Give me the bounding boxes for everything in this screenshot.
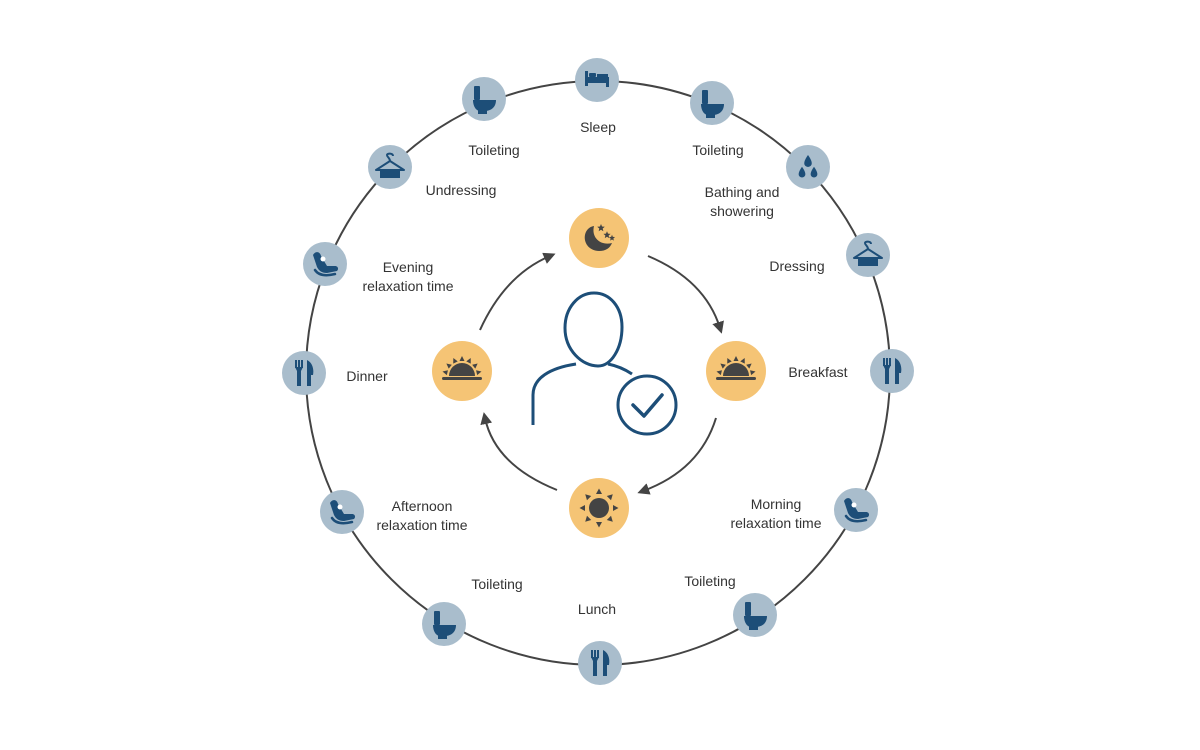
activity-label-toileting-4: Toileting [468, 142, 519, 158]
activity-circle [733, 593, 777, 637]
activity-node-evening-relaxation [303, 242, 347, 286]
cycle-arrow [479, 252, 556, 331]
recliner-icon [313, 252, 339, 277]
cycle-arrows [479, 252, 724, 495]
fork-knife-icon [883, 358, 902, 384]
activity-label-breakfast: Breakfast [788, 364, 847, 380]
activity-label-line: Afternoon [392, 498, 453, 514]
activity-node-dressing [846, 233, 890, 277]
activity-label-line: Bathing and [705, 184, 780, 200]
activity-node-toileting-3 [422, 602, 466, 646]
activity-label-lunch: Lunch [578, 601, 616, 617]
activity-label-bathing: Bathing and showering [705, 184, 780, 219]
phase-circle [569, 208, 629, 268]
activity-label-line: Toileting [471, 576, 522, 592]
activity-label-dinner: Dinner [346, 368, 388, 384]
activity-label-line: Toileting [692, 142, 743, 158]
activity-label-line: Toileting [468, 142, 519, 158]
person-shoulders [531, 362, 577, 425]
activity-node-morning-relaxation [834, 488, 878, 532]
activity-node-dinner [282, 351, 326, 395]
activity-circle [578, 641, 622, 685]
activity-node-afternoon-relaxation [320, 490, 364, 534]
activity-circle [846, 233, 890, 277]
sun-icon [579, 488, 619, 528]
cycle-arrow [647, 255, 724, 334]
phase-node-sunset [432, 341, 492, 401]
activity-label-toileting-1: Toileting [692, 142, 743, 158]
activity-label-afternoon-relaxation: Afternoon relaxation time [376, 498, 467, 533]
activity-label-toileting-3: Toileting [471, 576, 522, 592]
activity-circle [462, 77, 506, 121]
activity-label-line: Breakfast [788, 364, 847, 380]
activity-node-bathing [786, 145, 830, 189]
activity-circle [422, 602, 466, 646]
phase-node-night [569, 208, 629, 268]
activity-label-line: relaxation time [730, 515, 821, 531]
bed-icon [585, 71, 609, 87]
phase-node-midday [569, 478, 629, 538]
activity-label-morning-relaxation: Morning relaxation time [730, 496, 821, 531]
activity-node-breakfast [870, 349, 914, 393]
toilet-icon [433, 611, 456, 639]
activity-label-line: Lunch [578, 601, 616, 617]
fork-knife-icon [591, 650, 610, 676]
activity-node-sleep [575, 58, 619, 102]
activity-circle [368, 145, 412, 189]
fork-knife-icon [295, 360, 314, 386]
person-head [563, 291, 624, 368]
activity-node-undressing [368, 145, 412, 189]
toilet-icon [473, 86, 496, 114]
toilet-icon [701, 90, 724, 118]
activity-label-line: relaxation time [376, 517, 467, 533]
activity-label-line: Dressing [769, 258, 824, 274]
activity-label-undressing: Undressing [426, 182, 497, 198]
activity-node-lunch [578, 641, 622, 685]
person-shoulder-right [607, 362, 633, 376]
activity-node-toileting-4 [462, 77, 506, 121]
activity-node-toileting-2 [733, 593, 777, 637]
activity-label-line: Morning [751, 496, 802, 512]
recliner-icon [844, 498, 870, 523]
recliner-icon [330, 500, 356, 525]
cycle-arrow [637, 417, 717, 495]
activity-label-line: Evening [383, 259, 434, 275]
phase-circles [432, 208, 766, 538]
sunset-icon [442, 356, 482, 380]
water-drops-icon [798, 155, 818, 178]
activity-label-dressing: Dressing [769, 258, 824, 274]
check-mark-icon [631, 393, 664, 418]
activity-circle [690, 81, 734, 125]
cycle-arrow [480, 412, 558, 491]
hanger-icon [853, 240, 883, 266]
phase-node-sunrise [706, 341, 766, 401]
activity-label-line: Undressing [426, 182, 497, 198]
toilet-icon [744, 602, 767, 630]
hanger-icon [375, 152, 405, 178]
activity-label-line: showering [710, 203, 774, 219]
moon-stars-icon [584, 224, 616, 251]
activity-node-toileting-1 [690, 81, 734, 125]
check-circle [616, 374, 678, 436]
activity-label-evening-relaxation: Evening relaxation time [362, 259, 453, 294]
activity-label-line: Dinner [346, 368, 388, 384]
sunrise-icon [716, 356, 756, 380]
activity-circles [282, 58, 914, 685]
activity-circle [282, 351, 326, 395]
activity-label-line: relaxation time [362, 278, 453, 294]
person-check-icon [531, 291, 678, 436]
activity-label-toileting-2: Toileting [684, 573, 735, 589]
activity-label-line: Sleep [580, 119, 616, 135]
activity-label-sleep: Sleep [580, 119, 616, 135]
activity-label-line: Toileting [684, 573, 735, 589]
activity-circle [870, 349, 914, 393]
